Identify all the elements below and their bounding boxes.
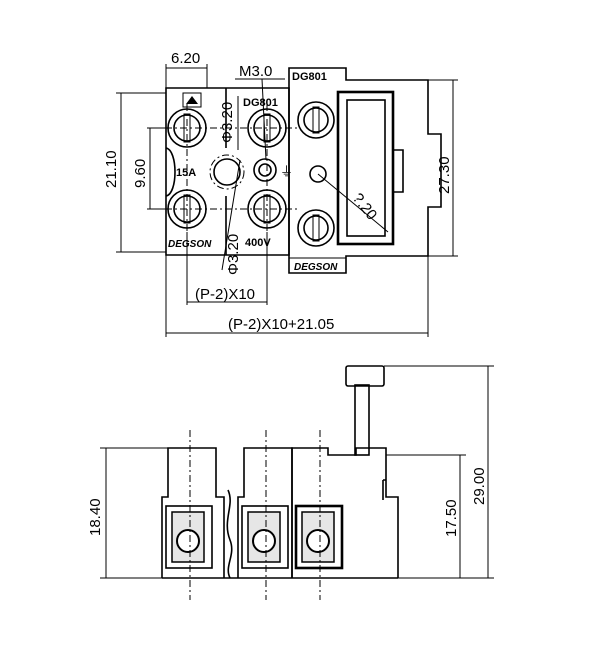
warning-triangle-icon [182,92,202,108]
endcap-screw-bottom-inner [303,215,329,241]
dim-line-end-height [428,79,458,257]
dim-leader-hole-bottom [221,159,241,271]
dim-line-pitch-formula [186,232,268,305]
dim-hole-bottom: Φ3.20 [225,234,242,275]
side-endcap-slot [382,479,386,500]
endcap-screw-bottom [297,209,335,247]
top-centerlines [150,104,300,232]
side-pin-shaft [354,384,370,456]
dim-end-height: 27.30 [436,156,453,194]
endcap-screw-bottom-slot [312,214,320,242]
endcap-screw-top-slot [312,106,320,134]
brand-label-left: DEGSON [168,239,212,250]
endcap-channel [336,90,395,246]
endcap-latch [393,149,404,193]
dim-leader-radius [317,173,389,233]
side-module-1-window [165,505,213,569]
dim-total-formula: (P-2)X10+21.05 [228,316,334,333]
dim-line-width-single [165,64,208,88]
endcap-hole [309,165,327,183]
dim-width-single: 6.20 [171,50,200,67]
side-module-3-window [294,504,344,570]
side-module-3-wire-hole [306,529,330,553]
model-label-left: DG801 [243,97,278,109]
endcap-outline [288,67,442,274]
dim-hole-top: Φ3.20 [219,102,236,143]
dim-line-height-total [116,92,166,253]
endcap-screw-top-inner [303,107,329,133]
dim-line-total-formula [165,255,429,337]
voltage-rating-label: 400V [245,237,271,249]
side-module-2-wire-hole [252,529,276,553]
side-pin-head [345,365,385,387]
current-rating-label: 15A [176,167,196,179]
brand-box-right [288,257,347,274]
dim-line-total-height [384,365,494,579]
dim-leader-screw [235,78,285,161]
side-break-line [226,489,233,579]
ground-symbol-icon: ⏚ [280,164,293,179]
top-center-hole-dashed [209,154,245,190]
dim-radius: ?.20 [349,190,380,223]
model-label-right: DG801 [292,71,327,83]
ground-screw [253,158,277,182]
dim-line-inner-height [386,454,466,579]
side-module-1-wire-hole [176,529,200,553]
dim-pitch-formula: (P-2)X10 [195,286,255,303]
side-endcap-outline [291,447,399,578]
side-module-1-outline [161,447,225,578]
endcap-screw-top [297,101,335,139]
top-view: ⏚ DG801 15A 400V DEGSON DG801 DEGSON 6.2… [103,50,458,337]
endcap-channel-inner [346,99,386,237]
dim-inner-height: 17.50 [443,499,460,537]
top-center-hole [213,158,241,186]
brand-label-right: DEGSON [294,262,338,273]
dim-pitch-vertical: 9.60 [132,159,149,188]
dim-screw: M3.0 [239,63,272,80]
dim-left-height: 18.40 [87,498,104,536]
top-left-recess [165,147,176,197]
side-view: 18.40 17.50 29.00 [87,365,494,600]
dim-line-pitch-vertical [147,127,166,210]
dim-line-left-height [100,447,168,579]
dim-height-total: 21.10 [103,150,120,188]
dim-total-height: 29.00 [471,467,488,505]
side-module-2-window [241,505,289,569]
